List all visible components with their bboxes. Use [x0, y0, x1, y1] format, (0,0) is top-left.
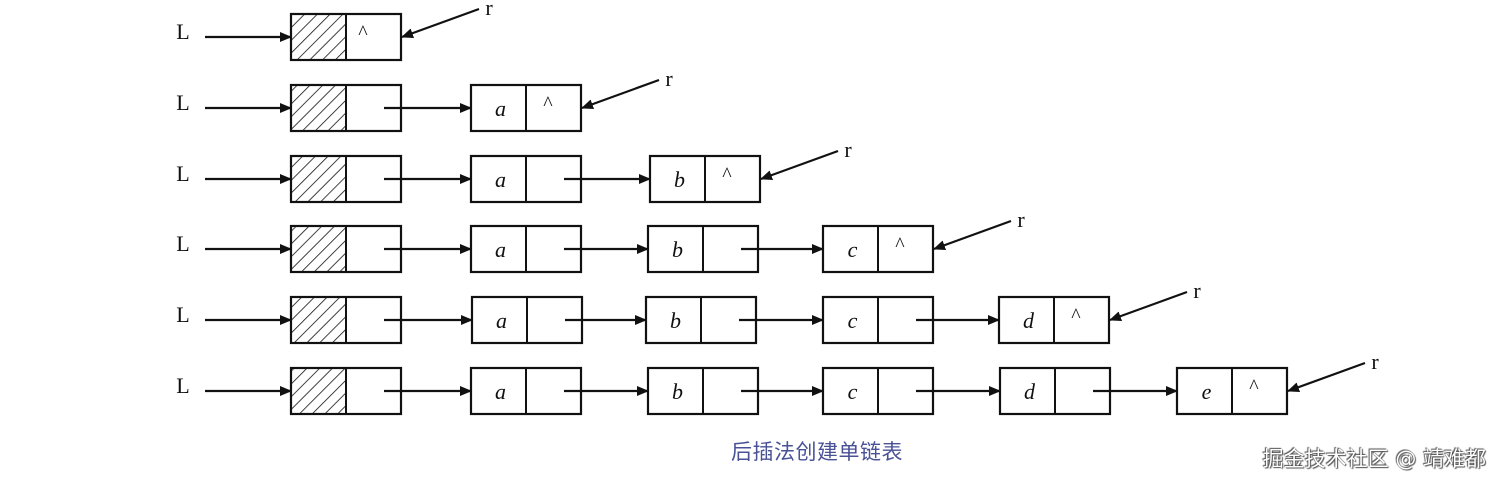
- list-node-b: b^: [648, 154, 762, 204]
- null-pointer-symbol: ^: [1249, 376, 1259, 398]
- figure-caption: 后插法创建单链表: [731, 440, 903, 464]
- list-node-c: c^: [821, 224, 935, 274]
- tail-pointer-arrow: [581, 78, 660, 110]
- node-data-b: b: [672, 237, 683, 262]
- head-node-hatched-data: [291, 368, 346, 414]
- list-node-b: b: [644, 295, 758, 345]
- node-data-e: e: [1202, 379, 1212, 404]
- head-node-hatched-data: [291, 156, 346, 202]
- node-data-a: a: [495, 96, 506, 121]
- tail-pointer-label: r: [485, 0, 493, 20]
- null-pointer-symbol: ^: [358, 22, 368, 44]
- head-node-hatched-data: [291, 297, 346, 343]
- head-node: [289, 154, 403, 204]
- watermark: 掘金技术社区 @ 靖难都: [1262, 447, 1486, 471]
- node-data-a: a: [495, 237, 506, 262]
- head-node: [289, 83, 403, 133]
- tail-pointer-arrow: [401, 7, 480, 39]
- node-data-a: a: [495, 379, 506, 404]
- tail-pointer-label: r: [1371, 349, 1379, 374]
- null-pointer-symbol: ^: [1071, 305, 1081, 327]
- tail-pointer-arrow: [933, 219, 1012, 251]
- node-data-a: a: [496, 308, 507, 333]
- list-node-a: a: [470, 295, 584, 345]
- tail-pointer-arrow: [760, 149, 839, 181]
- node-data-c: c: [848, 237, 858, 262]
- list-node-a: a: [469, 366, 583, 416]
- node-data-d: d: [1023, 308, 1035, 333]
- head-pointer-label: L: [176, 231, 189, 256]
- head-node-hatched-data: [291, 226, 346, 272]
- list-node-c: c: [821, 295, 935, 345]
- head-node: ^: [289, 12, 403, 62]
- head-node: [289, 295, 403, 345]
- list-node-d: d: [998, 366, 1112, 416]
- tail-pointer-label: r: [844, 137, 852, 162]
- list-node-c: c: [821, 366, 935, 416]
- node-data-d: d: [1024, 379, 1036, 404]
- tail-pointer-label: r: [1017, 207, 1025, 232]
- null-pointer-symbol: ^: [543, 93, 553, 115]
- tail-pointer-arrow: [1287, 361, 1366, 393]
- node-data-c: c: [848, 308, 858, 333]
- list-node-e: e^: [1175, 366, 1289, 416]
- list-node-d: d^: [997, 295, 1111, 345]
- head-node: [289, 366, 403, 416]
- head-node: [289, 224, 403, 274]
- list-node-a: a: [469, 224, 583, 274]
- head-pointer-label: L: [176, 373, 189, 398]
- tail-pointer-label: r: [665, 66, 673, 91]
- head-node-hatched-data: [291, 85, 346, 131]
- list-row-step-0: L ^ r: [176, 0, 493, 62]
- head-pointer-label: L: [176, 302, 189, 327]
- tail-pointer-label: r: [1193, 278, 1201, 303]
- node-data-b: b: [670, 308, 681, 333]
- node-data-a: a: [495, 167, 506, 192]
- null-pointer-symbol: ^: [722, 164, 732, 186]
- list-node-a: a: [469, 154, 583, 204]
- node-data-b: b: [674, 167, 685, 192]
- head-pointer-label: L: [176, 90, 189, 115]
- node-data-b: b: [672, 379, 683, 404]
- list-node-b: b: [646, 224, 760, 274]
- null-pointer-symbol: ^: [895, 234, 905, 256]
- list-node-b: b: [646, 366, 760, 416]
- list-node-a: a^: [469, 83, 583, 133]
- node-data-c: c: [848, 379, 858, 404]
- head-pointer-label: L: [176, 19, 189, 44]
- tail-pointer-arrow: [1109, 290, 1188, 322]
- head-pointer-label: L: [176, 161, 189, 186]
- head-node-hatched-data: [291, 14, 346, 60]
